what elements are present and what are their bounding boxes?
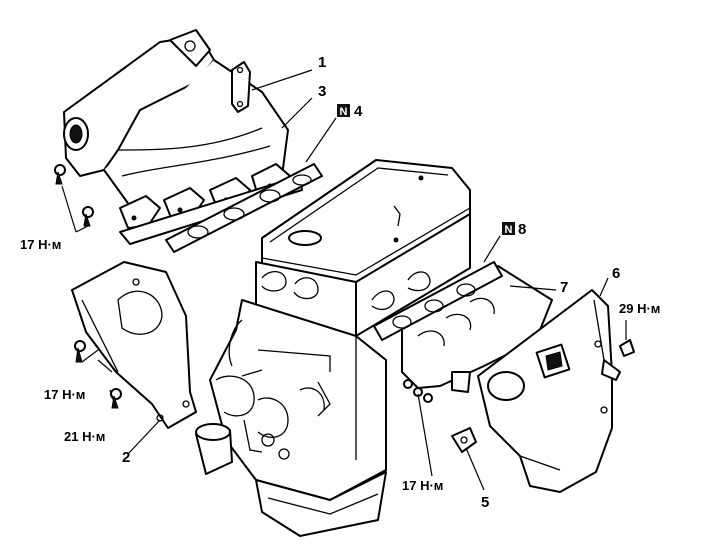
intake-manifold-illustration — [63, 29, 303, 245]
callout-labels: 1 3 N 4 N 8 7 6 2 5 — [122, 54, 620, 511]
callout-6: 6 — [612, 265, 620, 282]
leader-lines — [61, 69, 627, 491]
callout-1: 1 — [318, 54, 326, 71]
engine-block-illustration — [195, 159, 471, 537]
torque-stay-upper: 17 Н·м — [44, 387, 85, 402]
callout-2: 2 — [122, 449, 130, 466]
exhaust-pipe-gasket-part-5 — [451, 427, 477, 453]
intake-gasket-part-4 — [165, 163, 323, 253]
torque-stay-lower: 21 Н·м — [64, 429, 105, 444]
new-part-marker-4: N — [340, 106, 348, 118]
callout-7: 7 — [560, 279, 568, 296]
exhaust-gasket-part-8 — [373, 261, 503, 341]
new-part-marker-box-4 — [337, 104, 350, 117]
torque-labels: 17 Н·м 17 Н·м 21 Н·м 17 Н·м 29 Н·м — [20, 237, 660, 493]
intake-bolts — [54, 164, 94, 227]
support-bracket-part-1 — [231, 61, 251, 113]
manifold-stay-part-2 — [71, 261, 197, 429]
heat-shield-bolt — [619, 339, 635, 357]
callout-3: 3 — [318, 83, 326, 100]
new-part-marker-box-8 — [502, 222, 515, 235]
callout-8: 8 — [518, 221, 526, 238]
exhaust-manifold-part-7 — [401, 265, 553, 403]
torque-heat-shield: 29 Н·м — [619, 301, 660, 316]
torque-exhaust-manifold: 17 Н·м — [402, 478, 443, 493]
torque-intake-manifold: 17 Н·м — [20, 237, 61, 252]
callout-5: 5 — [481, 494, 489, 511]
heat-shield-part-6 — [477, 289, 621, 493]
new-part-marker-8: N — [505, 224, 513, 236]
callout-4: 4 — [354, 103, 363, 120]
